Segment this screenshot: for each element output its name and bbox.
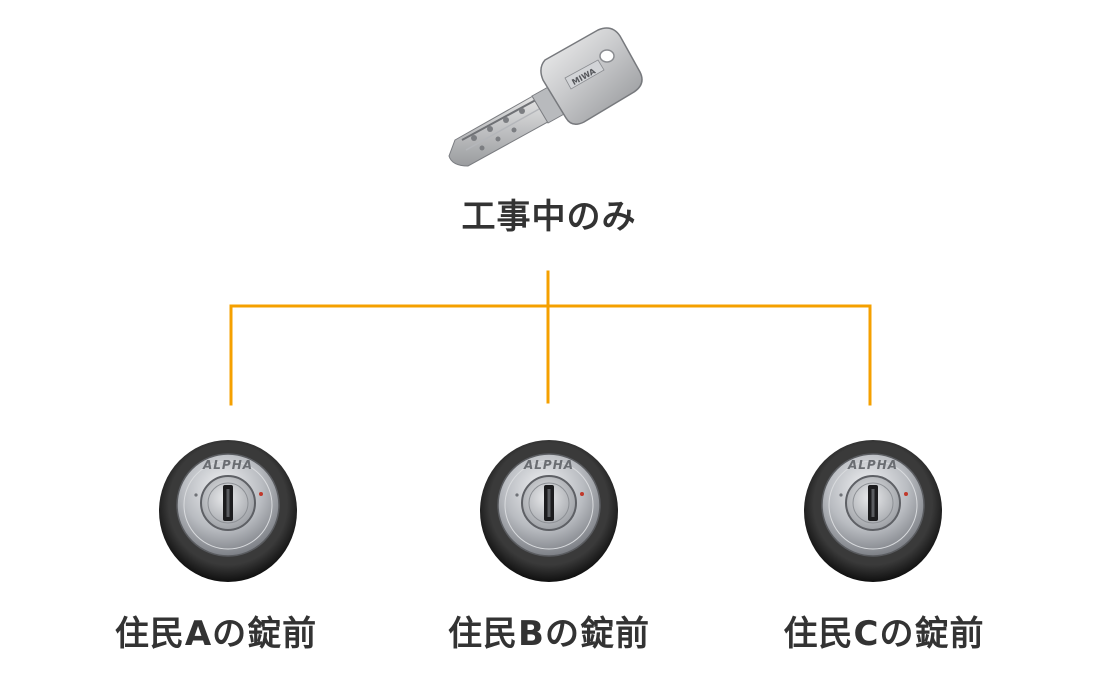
lock-b-icon: ALPHA — [480, 440, 618, 582]
lock-b-label: 住民Bの錠前 — [448, 614, 650, 654]
lock-a-icon: ALPHA — [159, 440, 297, 582]
key-label: 工事中のみ — [461, 197, 637, 237]
key-icon: MIWA — [448, 27, 643, 167]
lock-c-brand-text: ALPHA — [847, 458, 898, 472]
lock-c-icon: ALPHA — [804, 440, 942, 582]
connector-tree — [229, 270, 872, 406]
lock-b-brand-text: ALPHA — [523, 458, 574, 472]
lock-a-label: 住民Aの錠前 — [114, 614, 318, 654]
lock-c-label: 住民Cの錠前 — [783, 614, 985, 654]
lock-a-brand-text: ALPHA — [202, 458, 253, 472]
